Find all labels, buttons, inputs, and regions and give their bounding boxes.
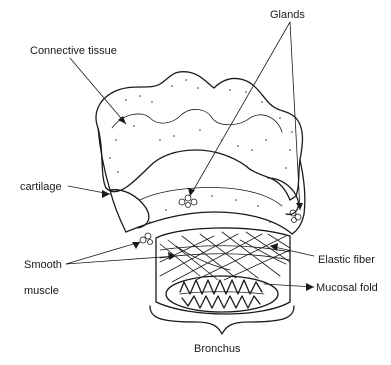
leader-lines [66,22,314,291]
connective-tissue-stipple [109,79,293,173]
label-glands: Glands [270,9,305,21]
label-cartilage: cartilage [20,181,62,193]
mucosal-fold-shape [180,280,264,308]
bronchus-cylinder [156,228,290,314]
connective-tissue-block [96,72,305,234]
gland-cluster-right [290,210,301,223]
label-smooth-muscle-line1: Smooth [24,259,62,271]
label-elastic-fiber: Elastic fiber [318,254,375,266]
label-smooth-muscle-line2: muscle [24,285,59,297]
label-mucosal-fold: Mucosal fold [316,282,378,294]
label-connective-tissue: Connective tissue [30,45,117,57]
smooth-muscle-hatching [160,232,290,282]
gland-cluster-center [179,195,197,208]
label-bronchus: Bronchus [194,343,241,355]
bronchus-bracket [150,306,294,334]
gland-cluster-left [140,233,153,245]
